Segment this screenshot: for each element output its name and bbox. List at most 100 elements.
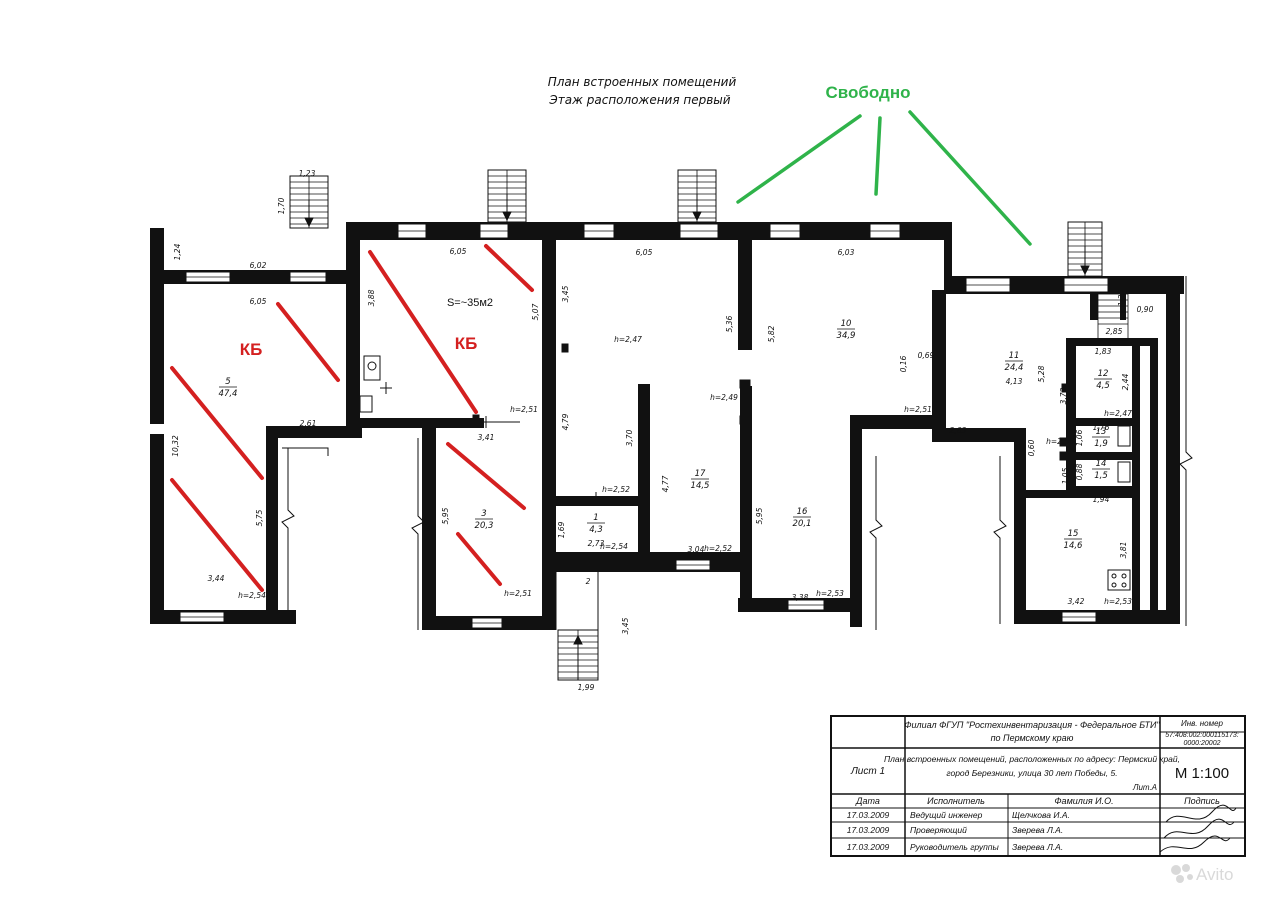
dimension-d33: 0,90: [1137, 305, 1154, 314]
dimension-d20: 4,79: [561, 413, 570, 430]
dimension-d29: 3,45: [621, 617, 630, 634]
stamp-inv-value2: 0000:20002: [1184, 740, 1221, 747]
room-area: 1,9: [1094, 439, 1108, 449]
dimension-d35: 1,83: [1095, 347, 1112, 356]
stamp-header-name: Фамилия И.О.: [1054, 796, 1113, 806]
dimension-d22: 4,77: [661, 475, 670, 492]
room-area: 4,5: [1096, 381, 1110, 391]
height-h13: h=2,53: [1104, 597, 1132, 606]
dimension-d36: 5,28: [1037, 365, 1046, 382]
avito-text: Avito: [1196, 865, 1234, 884]
dimension-d3: 1,24: [173, 243, 182, 260]
dimension-d38: 3,73: [1059, 387, 1068, 404]
height-h1: h=2,54: [238, 591, 266, 600]
dimension-d16: 3,41: [478, 433, 495, 442]
dimension-d34: 2,85: [1106, 327, 1123, 336]
stamp-row3-name: Зверева Л.А.: [1012, 842, 1063, 852]
dimension-d7: 3,88: [367, 289, 376, 306]
dimension-d12: 6,03: [838, 248, 855, 257]
red-hatch-marks: [170, 244, 534, 592]
dimension-d26: 3,04: [688, 545, 705, 554]
dimension-d2: 1,70: [277, 197, 286, 214]
stamp-org-line2: по Пермскому краю: [991, 733, 1074, 743]
room-area: 1,5: [1094, 471, 1108, 481]
inner-stair: [1097, 293, 1129, 341]
dimension-d1: 1,23: [299, 169, 316, 178]
dimension-d23: 1,69: [557, 521, 566, 538]
height-h7: h=2,54: [600, 542, 628, 551]
stamp-sheet: Лист 1: [850, 766, 885, 777]
dimension-d45: 1,05: [1061, 467, 1070, 484]
toilet-icon-2: [1117, 425, 1131, 447]
stove-icon: [1107, 569, 1131, 591]
dimension-d25: 2: [586, 577, 591, 586]
dimension-d44: 0,88: [1075, 463, 1084, 480]
dimension-labels: 1,231,701,246,026,056,053,885,073,456,05…: [171, 169, 1154, 692]
room-16: 16 20,1: [793, 507, 812, 529]
room-3: 320,3: [475, 509, 494, 531]
dimension-d4: 6,02: [250, 261, 267, 270]
dimension-d6: 6,05: [450, 247, 467, 256]
sanitary-fixtures: [359, 355, 1131, 591]
stamp-inv-value1: 57:408:002:000115173:: [1165, 732, 1238, 739]
dimension-d46: 1,94: [1093, 495, 1110, 504]
toilet-icon-3: [1117, 461, 1131, 483]
dimension-d11: 5,36: [725, 315, 734, 332]
height-h11: h=2,56: [1046, 437, 1074, 446]
room-number: 11: [1009, 351, 1020, 361]
stamp-row2-date: 17.03.2009: [847, 825, 890, 835]
height-h5: h=2,49: [710, 393, 738, 402]
kb-label-right: КБ: [455, 334, 478, 353]
height-h4: h=2,47: [614, 335, 642, 344]
dimension-d49: 1,20: [1117, 289, 1126, 306]
room-area: 20,1: [793, 519, 812, 529]
dimension-d41: 0,60: [1027, 439, 1036, 456]
dimension-d10: 6,05: [636, 248, 653, 257]
plan-title-line1: План встроенных помещений: [548, 75, 737, 89]
dimension-d47: 3,81: [1119, 542, 1128, 559]
height-h9: h=2,53: [816, 589, 844, 598]
dimension-d30: 1,99: [578, 683, 595, 692]
room-area: 20,3: [475, 521, 494, 531]
room-area: 24,4: [1005, 363, 1024, 373]
room-number: 15: [1068, 529, 1079, 539]
height-h3: h=2,51: [504, 589, 532, 598]
plan-title: План встроенных помещений Этаж расположе…: [548, 75, 737, 107]
wall-top-main: [346, 222, 948, 240]
height-h2: h=2,51: [510, 405, 538, 414]
stamp-inv-label: Инв. номер: [1181, 719, 1224, 728]
dimension-d24: 2,73: [588, 539, 605, 548]
stamp-header-date: Дата: [855, 796, 880, 806]
dimension-d39: 2,44: [1121, 373, 1130, 390]
dimension-d21: 3,70: [625, 429, 634, 446]
room-number: 10: [841, 319, 852, 329]
dimension-d19: 5,95: [441, 507, 450, 524]
kb-label-left: КБ: [240, 340, 263, 359]
room-area: 34,9: [837, 331, 856, 341]
signature-marks: [1159, 804, 1237, 853]
dimension-d18: 3,44: [208, 574, 225, 583]
area-note: S=~35м2: [447, 297, 493, 309]
room-number: 17: [695, 469, 706, 479]
dimension-d31: 0,16: [899, 355, 908, 372]
stamp-row2-role: Проверяющий: [910, 825, 967, 835]
room-number: 12: [1098, 369, 1109, 379]
dimension-d5: 6,05: [250, 297, 267, 306]
stamp-desc2: город Березники, улица 30 лет Победы, 5.: [946, 768, 1117, 778]
dimension-d15: 2,61: [300, 419, 317, 428]
window-grid: [180, 230, 1108, 624]
height-labels: h=2,54h=2,51h=2,51h=2,47h=2,49h=2,52h=2,…: [238, 335, 1132, 606]
green-arrows: [736, 110, 1032, 246]
room-number: 5: [225, 377, 230, 387]
room-number: 16: [797, 507, 808, 517]
stamp-row3-date: 17.03.2009: [847, 842, 890, 852]
title-block: [830, 715, 1246, 857]
dimension-d48: 3,42: [1068, 597, 1085, 606]
stamp-row1-name: Щелчкова И.А.: [1012, 810, 1070, 820]
stair-arrows: [304, 194, 1090, 680]
room-13: 131,9: [1092, 427, 1110, 449]
room-labels: 547,4320,314,31714,51620,11034,91124,412…: [219, 319, 1112, 551]
dimension-d13: 5,82: [767, 325, 776, 342]
